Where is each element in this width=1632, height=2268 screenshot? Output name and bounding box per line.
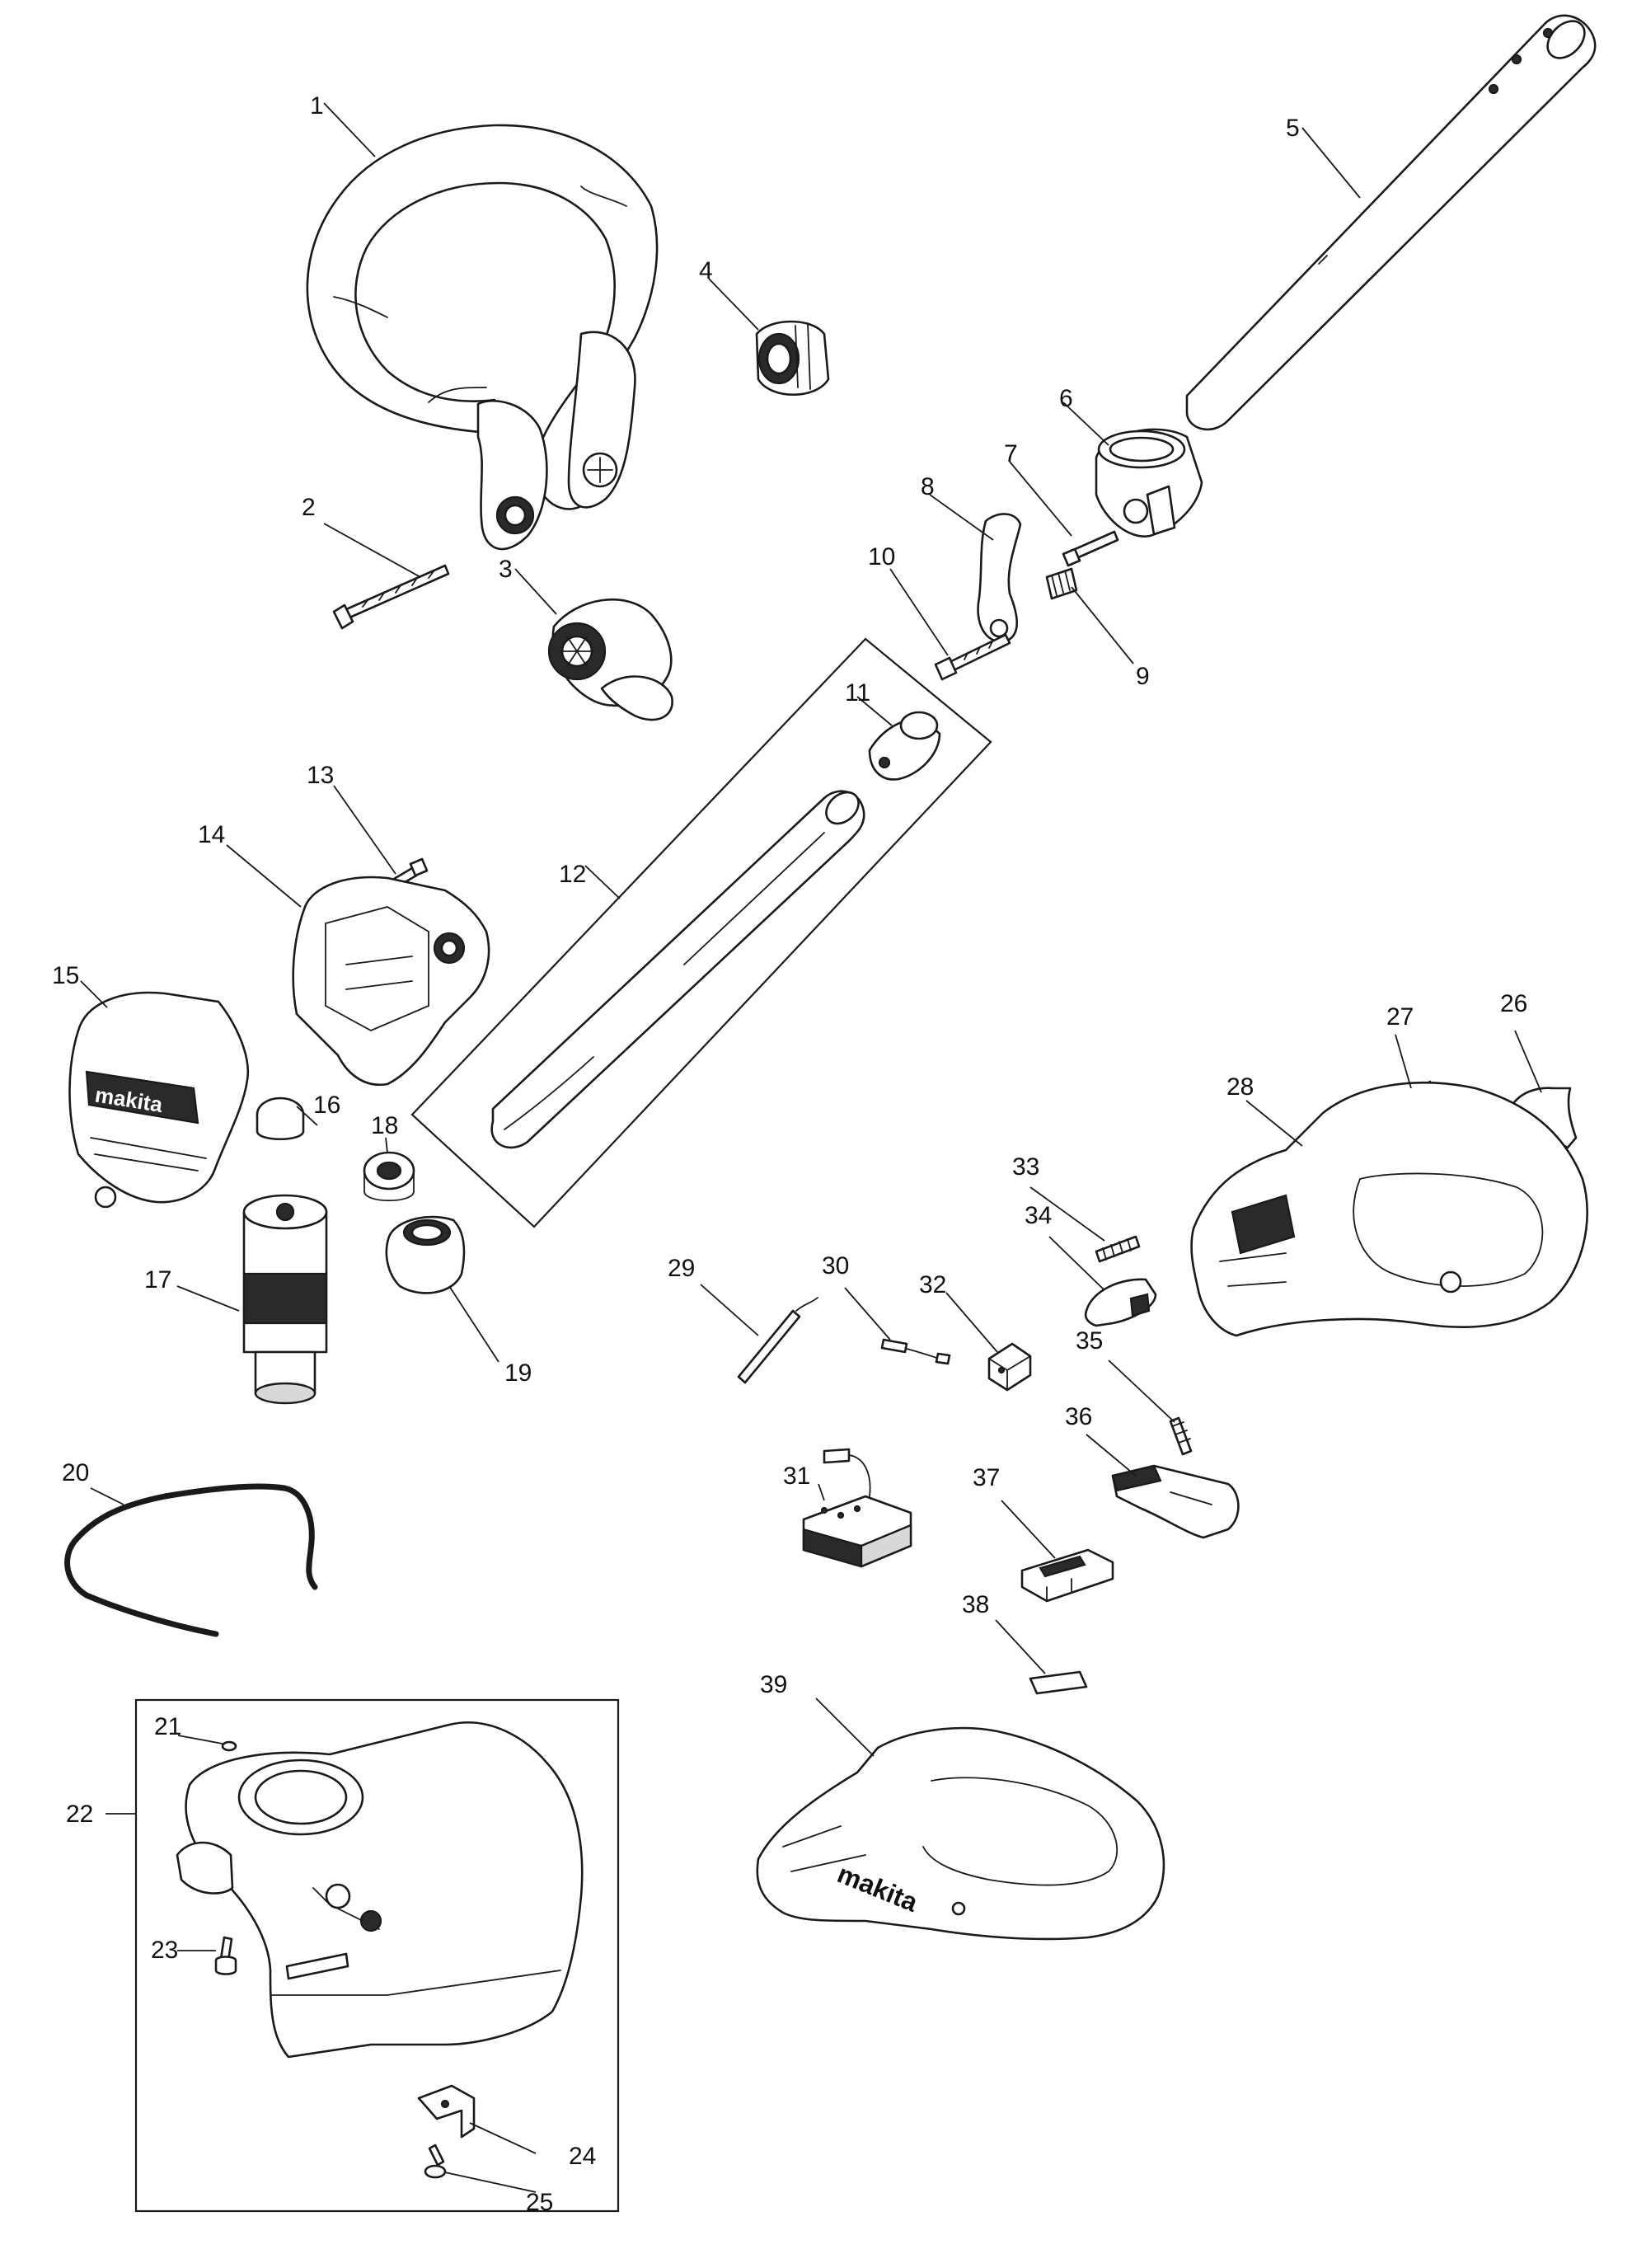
part-34-button: [1084, 1278, 1157, 1327]
part-5-upper-shaft: [1185, 14, 1597, 431]
callout-24: 24: [569, 2143, 596, 2170]
part-14-motor-housing: [292, 876, 490, 1087]
callout-3: 3: [499, 556, 513, 583]
group-frame-12: [410, 637, 992, 1228]
callout-23: 23: [151, 1937, 178, 1964]
part-17-motor: [242, 1194, 328, 1405]
callout-6: 6: [1059, 385, 1073, 412]
part-3-clamp: [547, 598, 673, 721]
callout-26: 26: [1500, 990, 1527, 1017]
part-11-cap: [868, 711, 941, 781]
callout-13: 13: [307, 762, 334, 789]
part-33-spring: [1095, 1235, 1141, 1263]
callout-14: 14: [198, 821, 225, 848]
callout-39: 39: [760, 1671, 787, 1698]
part-28-rear-housing-half: [1190, 1082, 1588, 1337]
part-23-screw: [214, 1936, 237, 1975]
part-30-lead-wire: [880, 1338, 951, 1365]
part-35-spring: [1169, 1416, 1193, 1456]
callout-16: 16: [313, 1092, 340, 1119]
part-2-bolt: [332, 564, 450, 630]
part-7-screw: [1062, 530, 1119, 567]
part-1-loop-handle: [306, 124, 659, 551]
part-4-knob: [755, 320, 830, 396]
callout-36: 36: [1065, 1403, 1092, 1430]
part-22-guard: [176, 1721, 584, 2059]
callout-25: 25: [526, 2189, 553, 2216]
part-29-pin: [737, 1297, 818, 1384]
part-39-rear-handle: makita: [756, 1726, 1165, 1941]
callout-15: 15: [52, 962, 79, 989]
callout-30: 30: [822, 1252, 849, 1280]
part-20-wire-guard: [64, 1483, 318, 1637]
callout-20: 20: [62, 1459, 89, 1486]
callout-18: 18: [371, 1112, 398, 1139]
leader-lines: [80, 102, 1542, 2193]
part-16-bushing: [256, 1096, 305, 1141]
callout-17: 17: [144, 1266, 171, 1294]
callout-10: 10: [868, 543, 895, 571]
part-24-bracket: [417, 2084, 476, 2139]
part-32-switch: [987, 1342, 1032, 1392]
part-6-collar: [1095, 428, 1203, 538]
callout-37: 37: [973, 1464, 1000, 1491]
part-10-bolt: [934, 633, 1011, 681]
group-frame-22: [134, 1698, 620, 2213]
part-9-spring: [1045, 567, 1078, 600]
callout-5: 5: [1286, 115, 1300, 142]
callout-1: 1: [310, 92, 324, 120]
callout-9: 9: [1136, 663, 1150, 690]
callout-28: 28: [1226, 1073, 1254, 1101]
callout-12: 12: [559, 861, 586, 888]
part-37-switch-plate: [1020, 1548, 1114, 1603]
part-15-motor-cover: makita: [68, 991, 250, 1209]
callout-31: 31: [783, 1463, 810, 1490]
callout-29: 29: [668, 1255, 695, 1282]
part-36-trigger: [1111, 1464, 1240, 1539]
callout-34: 34: [1025, 1202, 1052, 1229]
callout-7: 7: [1004, 440, 1018, 467]
callout-38: 38: [962, 1591, 989, 1618]
callout-22: 22: [66, 1801, 93, 1828]
part-25-screw: [424, 2144, 447, 2179]
callout-labels: 1 2 3 4 5 6 7 8 9 10 11 12 13 14 15 16 1…: [52, 92, 1527, 2216]
callout-8: 8: [921, 473, 935, 500]
part-19-clamp-ring: [385, 1215, 466, 1294]
part-31-controller: [802, 1448, 912, 1568]
part-18-bearing: [363, 1151, 415, 1202]
callout-32: 32: [919, 1271, 946, 1298]
part-12-lower-shaft: [490, 790, 865, 1149]
callout-33: 33: [1012, 1153, 1039, 1181]
callout-21: 21: [154, 1713, 181, 1740]
part-38-label: [1029, 1670, 1088, 1695]
part-21-washer: [221, 1740, 237, 1752]
callout-19: 19: [504, 1359, 532, 1387]
callout-35: 35: [1076, 1327, 1103, 1355]
callout-27: 27: [1386, 1003, 1414, 1031]
callout-2: 2: [302, 494, 316, 521]
callout-11: 11: [845, 679, 870, 707]
callout-4: 4: [699, 257, 713, 284]
part-8-lever: [977, 513, 1022, 643]
